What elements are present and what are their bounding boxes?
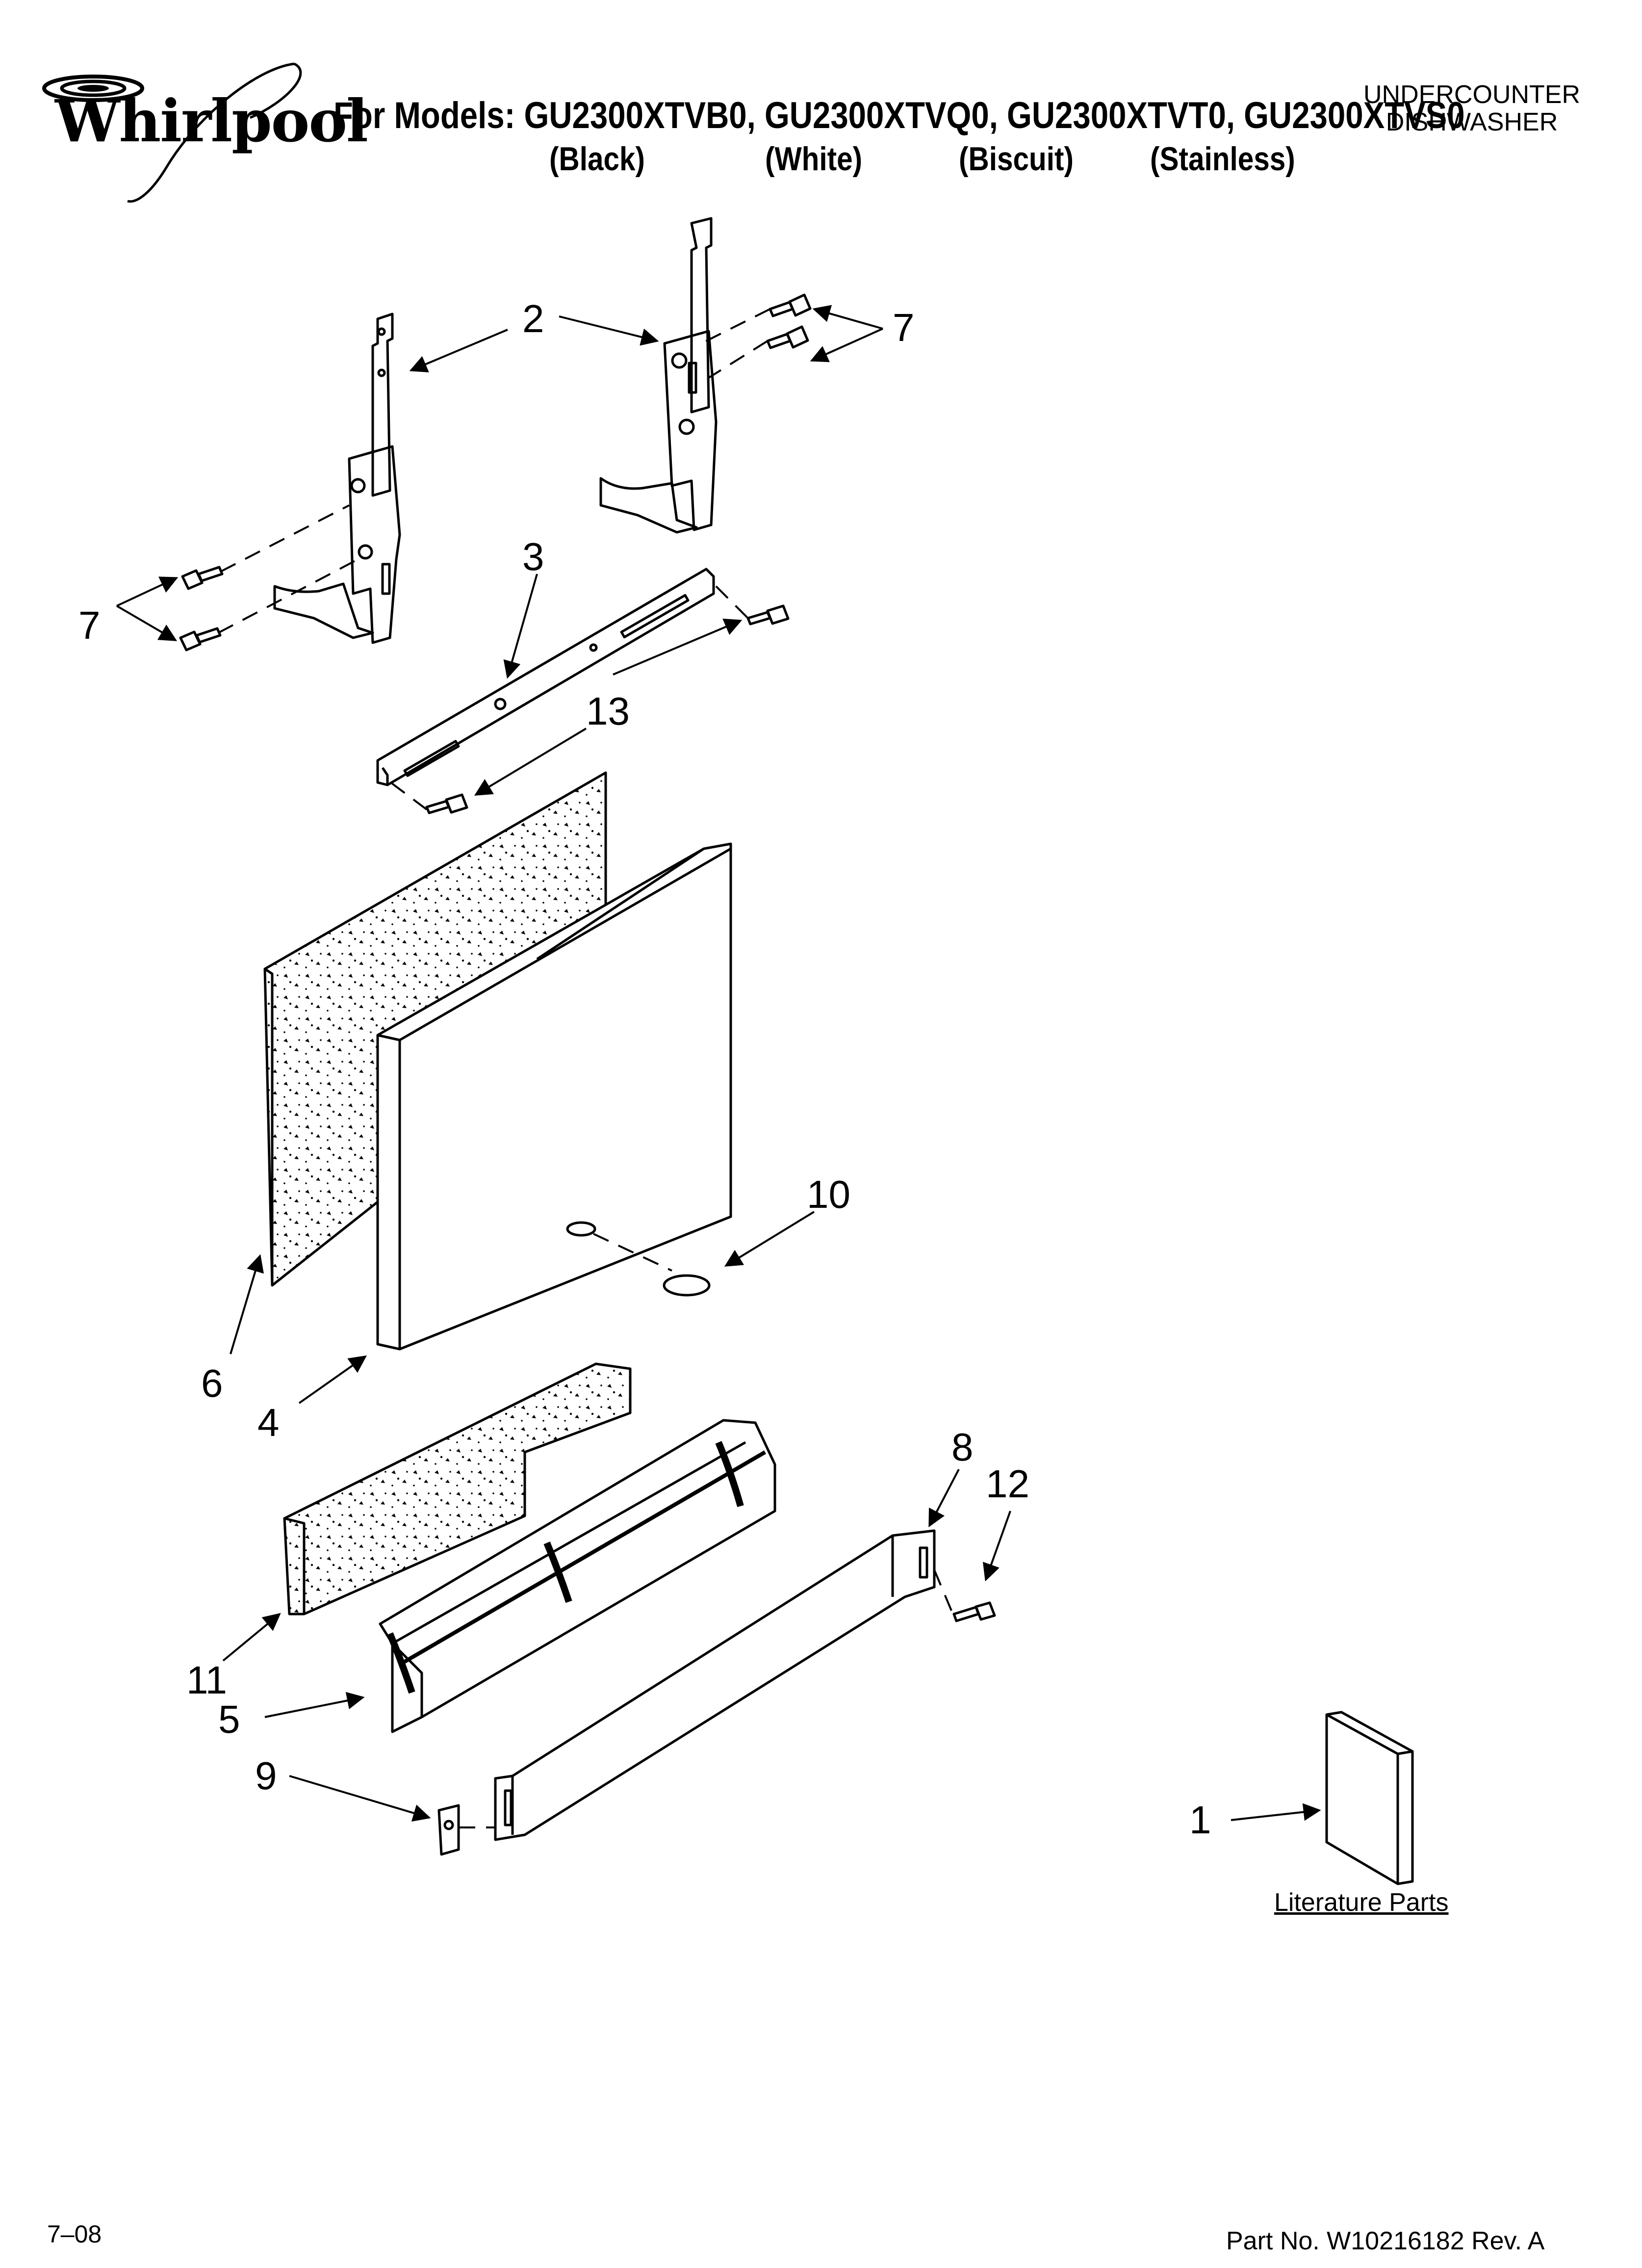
revision-date: 7–08 [47,2220,102,2248]
screw-7-right-lower [766,325,809,349]
callout-3: 3 [522,535,544,578]
callout-5: 5 [218,1697,240,1741]
callout-2: 2 [522,297,544,340]
access-cover [663,1274,711,1297]
product-type-line1: UNDERCOUNTER [1363,80,1580,109]
product-type-line2: DISHWASHER [1385,108,1558,136]
callout-4: 4 [257,1401,280,1444]
callout-6: 6 [201,1361,223,1405]
color-biscuit: (Biscuit) [959,140,1074,178]
callout-11: 11 [186,1658,228,1702]
callout-7-left: 7 [78,603,101,647]
hinge-bracket-left [273,313,401,644]
color-white: (White) [765,140,863,178]
outer-door-panel [376,842,732,1351]
mounting-bracket [376,568,715,786]
whirlpool-logo-swirl [42,62,302,203]
screw-12 [952,1601,996,1622]
screw-7-left-upper [181,566,224,590]
brand-logo: Whirlpool [55,87,368,155]
callout-10: 10 [807,1173,850,1216]
model-list: For Models: GU2300XTVB0, GU2300XTVQ0, GU… [334,95,1465,136]
assembly-lines [218,308,955,1828]
screw-13-right [746,604,790,626]
clip [437,1804,460,1856]
screw-7-left-lower [179,627,222,652]
toe-panel [379,1419,776,1733]
lower-insulation [283,1362,632,1616]
leader-lines [116,305,1321,1822]
color-black: (Black) [549,140,645,178]
callout-9: 9 [255,1754,277,1798]
product-type: UNDERCOUNTER DISHWASHER [1363,81,1580,136]
part-number: Part No. W10216182 Rev. A [1226,2227,1545,2255]
toe-plate [494,1529,936,1841]
hinge-bracket-right [599,217,718,534]
screw-7-right-upper [769,293,812,317]
screw-13-left [425,793,468,814]
callout-7-right: 7 [893,306,915,349]
literature-parts-label: Literature Parts [1274,1888,1449,1917]
callout-12: 12 [986,1462,1029,1506]
callout-13: 13 [586,689,630,733]
color-stainless: (Stainless) [1150,140,1295,178]
callout-1: 1 [1189,1798,1211,1842]
literature-booklet [1325,1711,1414,1885]
callout-8: 8 [951,1425,974,1469]
